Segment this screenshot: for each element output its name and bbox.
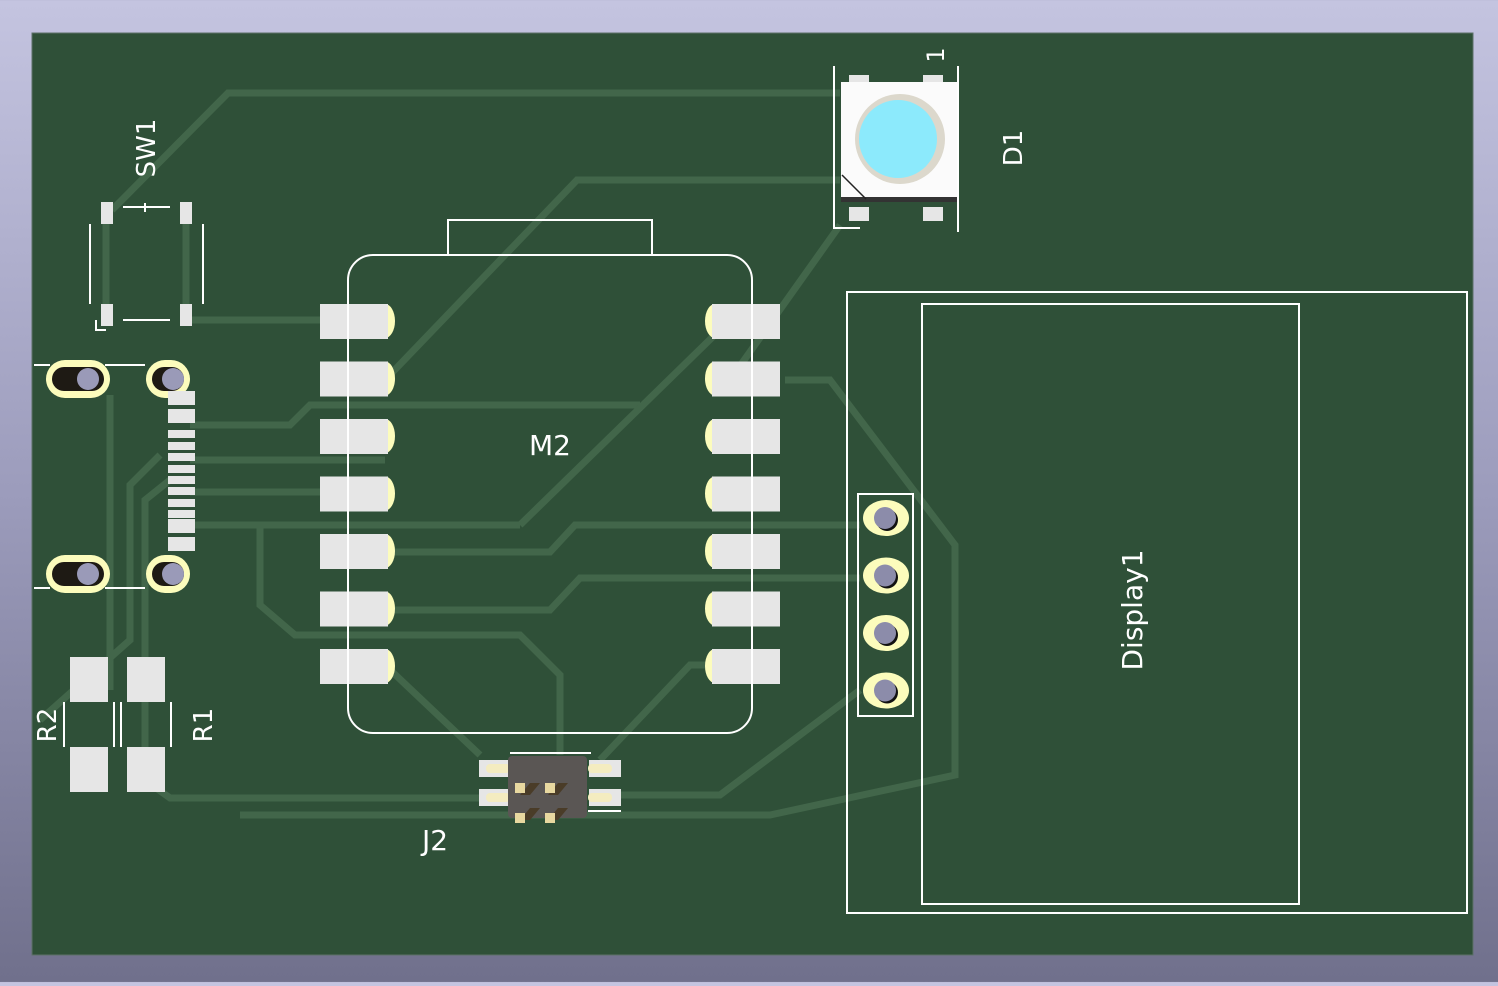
d1-pad: [923, 75, 943, 85]
copper-tracks: [37, 89, 959, 819]
d1-label: D1: [999, 130, 1029, 167]
track: [385, 574, 860, 614]
usb-signal-pad: [168, 510, 195, 518]
d1-pad: [849, 207, 869, 221]
led-d1[interactable]: 1 D1: [833, 47, 1029, 232]
usb-signal-pad: [168, 442, 195, 450]
track: [382, 662, 483, 758]
display1-pin-drill: [874, 564, 896, 587]
sw1-pin1-marker: [95, 320, 106, 331]
j2-label: J2: [420, 824, 448, 857]
m2-pad: [320, 476, 388, 512]
resistor-r2[interactable]: R2: [33, 657, 115, 792]
m2-pad: [320, 361, 388, 397]
track: [727, 222, 843, 383]
r1-pad: [127, 747, 165, 792]
display1-outer-outline: [846, 291, 1468, 914]
j2-pin-tip: [545, 813, 555, 823]
m2-pad: [712, 361, 780, 397]
track: [256, 525, 564, 755]
j2-pin-tip: [545, 783, 555, 793]
r2-pad: [70, 747, 108, 792]
m2-pad: [712, 534, 780, 569]
j2-pin-tip: [515, 783, 525, 793]
usb-connector[interactable]: [34, 360, 195, 593]
d1-pin1-label: 1: [922, 47, 950, 62]
usb-signal-pad: [168, 453, 195, 461]
usb-signal-pad: [168, 487, 195, 495]
track: [382, 176, 840, 383]
usb-signal-pad: [168, 537, 195, 551]
display-display1[interactable]: Display1: [846, 291, 1468, 914]
d1-body-shadow: [841, 197, 957, 202]
resistor-r1[interactable]: R1: [120, 657, 219, 792]
display1-screen-outline: [921, 303, 1300, 905]
j2-pin: [486, 764, 510, 773]
d1-chamfer: [841, 174, 867, 200]
display1-header-outline: [857, 493, 914, 717]
m2-pad: [320, 591, 388, 627]
display1-label: Display1: [1116, 549, 1149, 670]
m2-pad: [712, 591, 780, 627]
usb-signal-pad: [168, 409, 195, 423]
j2-pin: [588, 764, 612, 773]
sw1-label: SW1: [132, 119, 162, 178]
header-j2[interactable]: J2: [420, 752, 621, 857]
m2-label: M2: [529, 429, 571, 462]
m2-pad: [320, 304, 388, 339]
r2-label: R2: [33, 708, 63, 743]
track: [517, 317, 733, 528]
d1-pad: [849, 75, 869, 85]
sw1-pad: [180, 304, 192, 326]
display1-pin-drill: [874, 622, 896, 644]
sw1-pad: [180, 202, 192, 224]
usb-shield-drill: [77, 563, 99, 585]
track: [190, 401, 640, 429]
sw1-pad: [101, 202, 113, 224]
usb-signal-pad: [168, 391, 195, 405]
r1-pad: [127, 657, 165, 702]
track: [620, 687, 863, 799]
m2-pad: [712, 649, 780, 684]
m2-pad: [320, 534, 388, 569]
m2-pad: [320, 419, 388, 454]
j2-pin: [588, 793, 612, 802]
m2-pad: [320, 649, 388, 684]
usb-signal-pad: [168, 430, 195, 438]
usb-shield-drill: [162, 368, 184, 390]
usb-shield-drill: [162, 563, 184, 585]
d1-lens: [859, 100, 937, 178]
r2-pad: [70, 657, 108, 702]
usb-signal-pad: [168, 476, 195, 484]
m2-pad: [712, 476, 780, 512]
usb-signal-pad: [168, 519, 195, 533]
usb-signal-pad: [168, 499, 195, 507]
display1-pin-drill: [874, 507, 896, 529]
d1-outline: [833, 66, 860, 229]
m2-pad: [712, 419, 780, 454]
m2-pad: [712, 304, 780, 339]
display1-pin-drill: [874, 679, 896, 702]
d1-pad: [923, 207, 943, 221]
sw1-pad: [101, 304, 113, 326]
usb-shield-drill: [77, 368, 99, 390]
j2-pin-tip: [515, 813, 525, 823]
track: [109, 89, 840, 213]
track: [385, 521, 860, 556]
usb-signal-pad: [168, 465, 195, 473]
module-m2[interactable]: M2: [320, 219, 780, 734]
j2-pin: [486, 793, 510, 802]
switch-sw1[interactable]: SW1: [89, 119, 204, 331]
track: [240, 376, 959, 819]
r1-label: R1: [189, 708, 219, 743]
